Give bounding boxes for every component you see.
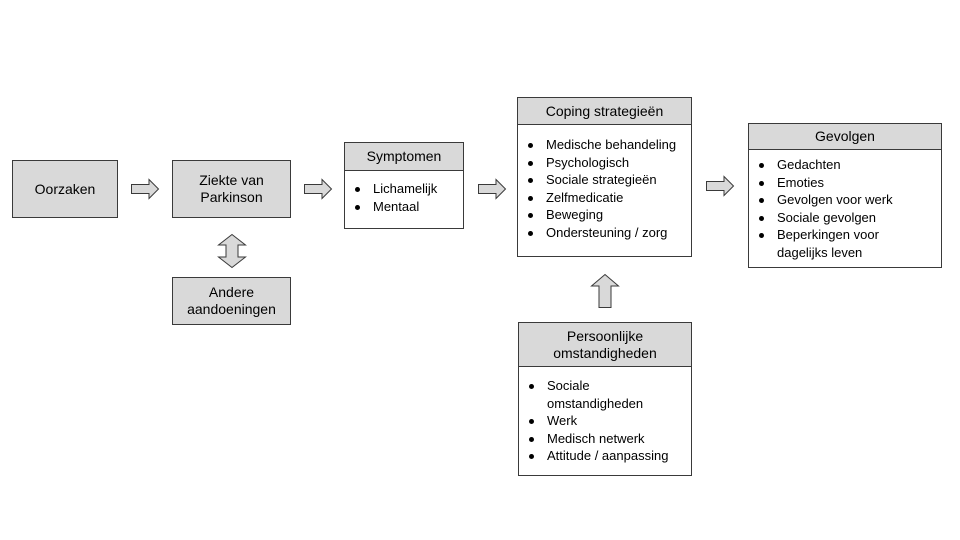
ziekte-label: Ziekte van Parkinson — [199, 172, 264, 205]
persoonlijk-list: Sociale omstandigheden Werk Medisch netw… — [519, 367, 691, 465]
list-item: Gedachten — [749, 156, 941, 174]
list-item: Zelfmedicatie — [518, 189, 691, 207]
list-item: Medisch netwerk — [519, 430, 691, 448]
list-item: Ondersteuning / zorg — [518, 224, 691, 242]
list-item: Medische behandeling — [518, 136, 691, 154]
list-item: Gevolgen voor werk — [749, 191, 941, 209]
andere-aandoeningen-label: Andere aandoeningen — [187, 284, 276, 317]
list-item: Beperkingen voor dagelijks leven — [749, 226, 941, 261]
persoonlijk-header: Persoonlijke omstandigheden — [519, 323, 691, 367]
list-item: Psychologisch — [518, 154, 691, 172]
symptomen-panel: Symptomen Lichamelijk Mentaal — [344, 142, 464, 229]
persoonlijk-panel: Persoonlijke omstandigheden Sociale omst… — [518, 322, 692, 476]
persoonlijk-title: Persoonlijke omstandigheden — [553, 327, 657, 361]
coping-list: Medische behandeling Psychologisch Socia… — [518, 125, 691, 242]
arrow-right-icon — [706, 175, 735, 197]
arrow-up-down-icon — [217, 233, 247, 269]
arrow-right-icon — [131, 178, 160, 200]
andere-aandoeningen-box: Andere aandoeningen — [172, 277, 291, 325]
oorzaken-label: Oorzaken — [34, 180, 96, 197]
symptomen-title: Symptomen — [366, 148, 442, 164]
list-item: Sociale omstandigheden — [519, 377, 691, 412]
coping-header: Coping strategieën — [518, 98, 691, 125]
list-item: Attitude / aanpassing — [519, 447, 691, 465]
arrow-right-icon — [304, 178, 333, 200]
symptomen-list: Lichamelijk Mentaal — [345, 171, 463, 215]
arrow-right-icon — [478, 178, 507, 200]
list-item: Beweging — [518, 206, 691, 224]
list-item: Sociale strategieën — [518, 171, 691, 189]
list-item: Sociale gevolgen — [749, 209, 941, 227]
list-item: Emoties — [749, 174, 941, 192]
oorzaken-box: Oorzaken — [12, 160, 118, 218]
arrow-up-icon — [590, 273, 620, 308]
list-item: Werk — [519, 412, 691, 430]
gevolgen-title: Gevolgen — [815, 128, 875, 144]
ziekte-box: Ziekte van Parkinson — [172, 160, 291, 218]
gevolgen-list: Gedachten Emoties Gevolgen voor werk Soc… — [749, 150, 941, 262]
gevolgen-header: Gevolgen — [749, 124, 941, 150]
symptomen-header: Symptomen — [345, 143, 463, 171]
list-item: Lichamelijk — [345, 180, 463, 198]
coping-panel: Coping strategieën Medische behandeling … — [517, 97, 692, 257]
gevolgen-panel: Gevolgen Gedachten Emoties Gevolgen voor… — [748, 123, 942, 268]
list-item: Mentaal — [345, 198, 463, 216]
coping-title: Coping strategieën — [545, 102, 664, 119]
